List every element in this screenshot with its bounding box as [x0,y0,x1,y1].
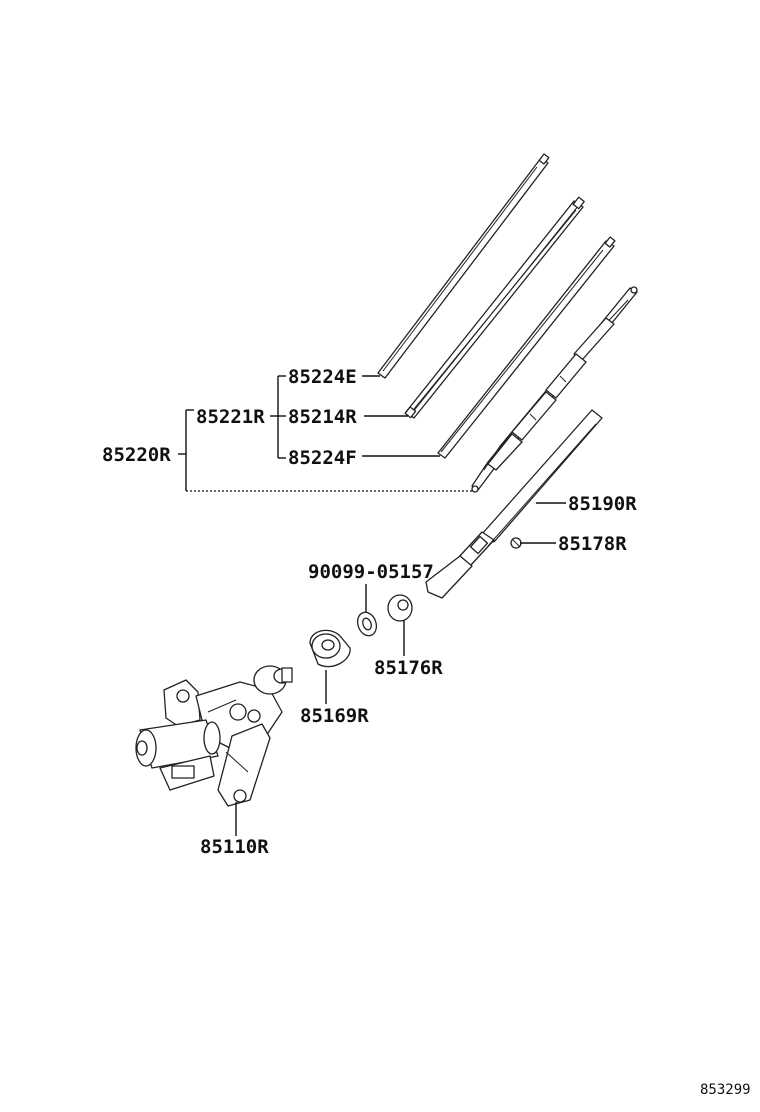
wiper-blade-85220r[interactable] [471,286,638,493]
reference-number: 853299 [700,1082,751,1098]
label-85190r: 85190R [568,493,637,515]
leader-lines [178,375,566,836]
label-85224f: 85224F [288,447,357,469]
label-85110r: 85110R [200,836,269,858]
cushion-85169r[interactable] [309,629,351,668]
blade-strip-85224e[interactable] [377,153,550,379]
label-85178r: 85178R [558,533,627,555]
nut-90099-05157[interactable] [354,610,379,639]
wiper-arm-85190r[interactable] [425,409,603,599]
wiper-motor-85110r[interactable] [135,665,293,807]
label-85224e: 85224E [288,366,357,388]
bushing-85176r[interactable] [387,594,413,622]
label-85220r: 85220R [102,444,171,466]
label-85221r: 85221R [196,406,265,428]
label-90099-05157: 90099-05157 [308,561,434,583]
blade-rubber-85214r[interactable] [404,196,585,419]
label-85169r: 85169R [300,705,369,727]
label-85176r: 85176R [374,657,443,679]
cap-85178r[interactable] [510,537,522,549]
label-85214r: 85214R [288,406,357,428]
blade-strip-85224f[interactable] [437,236,616,459]
